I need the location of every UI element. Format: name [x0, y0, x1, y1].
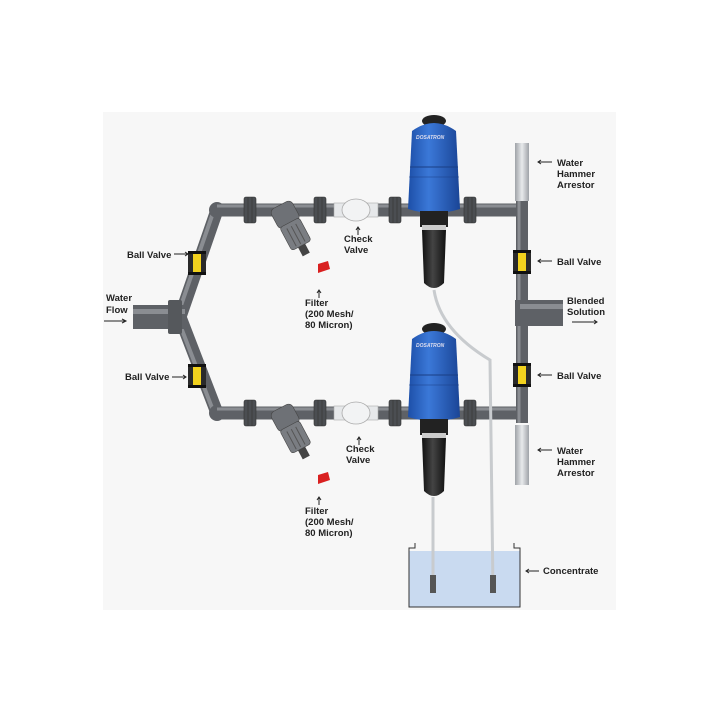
- union-fitting: [243, 399, 257, 427]
- label-filter-bottom-2: (200 Mesh/: [305, 517, 354, 528]
- blended-outlet-pipe: [515, 300, 563, 326]
- union-fitting: [388, 399, 402, 427]
- bottom-line: [188, 364, 522, 484]
- union-fitting: [313, 196, 327, 224]
- label-ball-valve-right-bottom: Ball Valve: [557, 371, 601, 382]
- label-arrestor-bottom-1: Water: [557, 446, 583, 457]
- ball-valve-right-top: [513, 250, 531, 274]
- label-blended-solution-1: Blended: [567, 296, 605, 307]
- label-blended-solution-2: Solution: [567, 307, 605, 318]
- ball-valve-right-bottom: [513, 363, 531, 387]
- label-arrestor-bottom-2: Hammer: [557, 457, 595, 468]
- label-ball-valve-left-bottom: Ball Valve: [125, 372, 169, 383]
- union-fitting: [243, 196, 257, 224]
- label-filter-top-2: (200 Mesh/: [305, 309, 354, 320]
- label-water-flow-1: Water: [106, 293, 132, 304]
- label-filter-top-3: 80 Micron): [305, 320, 353, 331]
- concentrate-tank: [408, 289, 521, 608]
- union-fitting: [463, 399, 477, 427]
- label-check-valve-bottom-2: Valve: [346, 455, 370, 466]
- dosatron-logo: DOSATRON: [416, 343, 445, 349]
- label-arrestor-top-3: Arrestor: [557, 180, 595, 191]
- union-fitting: [388, 196, 402, 224]
- label-check-valve-bottom-1: Check: [346, 444, 375, 455]
- label-ball-valve-left-top: Ball Valve: [127, 250, 171, 261]
- label-ball-valve-right-top: Ball Valve: [557, 257, 601, 268]
- union-fitting: [313, 399, 327, 427]
- diagram-background: [103, 112, 616, 610]
- label-filter-bottom-3: 80 Micron): [305, 528, 353, 539]
- label-arrestor-bottom-3: Arrestor: [557, 468, 595, 479]
- outlet-manifold: [513, 143, 563, 485]
- ball-valve-left-top: [188, 251, 206, 275]
- union-fitting: [463, 196, 477, 224]
- label-water-flow-2: Flow: [106, 305, 128, 316]
- label-filter-top-1: Filter: [305, 298, 329, 309]
- label-arrestor-top-2: Hammer: [557, 169, 595, 180]
- water-hammer-arrestor-top: [515, 143, 529, 201]
- water-hammer-arrestor-bottom: [515, 425, 529, 485]
- labels: Water Flow Ball Valve Ball Valve Check V…: [104, 158, 605, 577]
- filter-drain-handle-bottom: [318, 472, 330, 484]
- label-filter-bottom-1: Filter: [305, 506, 329, 517]
- ball-valve-left-bottom: [188, 364, 206, 388]
- filter-drain-handle-top: [318, 261, 330, 273]
- suction-tube-top: [432, 289, 495, 591]
- dosatron-injector-bottom: DOSATRON: [407, 322, 461, 497]
- label-check-valve-top-1: Check: [344, 234, 373, 245]
- label-arrestor-top-1: Water: [557, 158, 583, 169]
- label-concentrate: Concentrate: [543, 566, 598, 577]
- dosatron-injector-top: DOSATRON: [407, 114, 461, 289]
- dosatron-logo: DOSATRON: [416, 135, 445, 141]
- top-line: [188, 196, 522, 275]
- label-check-valve-top-2: Valve: [344, 245, 368, 256]
